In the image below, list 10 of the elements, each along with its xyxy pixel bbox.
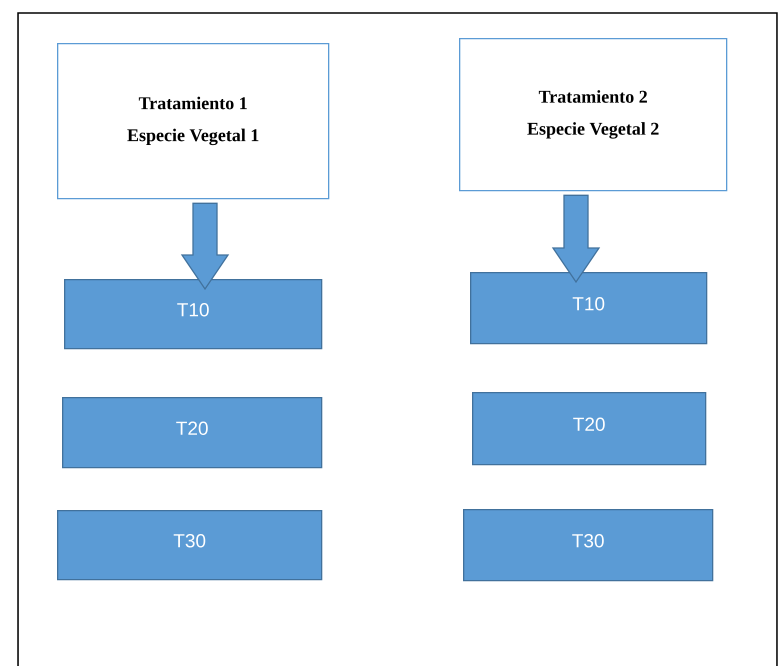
time-box: T30 xyxy=(463,509,714,582)
time-box: T20 xyxy=(62,397,322,468)
treatment-box: Tratamiento 1 Especie Vegetal 1 xyxy=(57,43,330,200)
time-box: T30 xyxy=(57,510,322,580)
time-box: T10 xyxy=(64,279,322,350)
treatment-box: Tratamiento 2 Especie Vegetal 2 xyxy=(459,38,728,192)
block-arrow xyxy=(180,202,230,290)
time-box: T10 xyxy=(470,272,708,344)
block-arrow xyxy=(552,194,600,284)
time-box: T20 xyxy=(472,392,706,466)
